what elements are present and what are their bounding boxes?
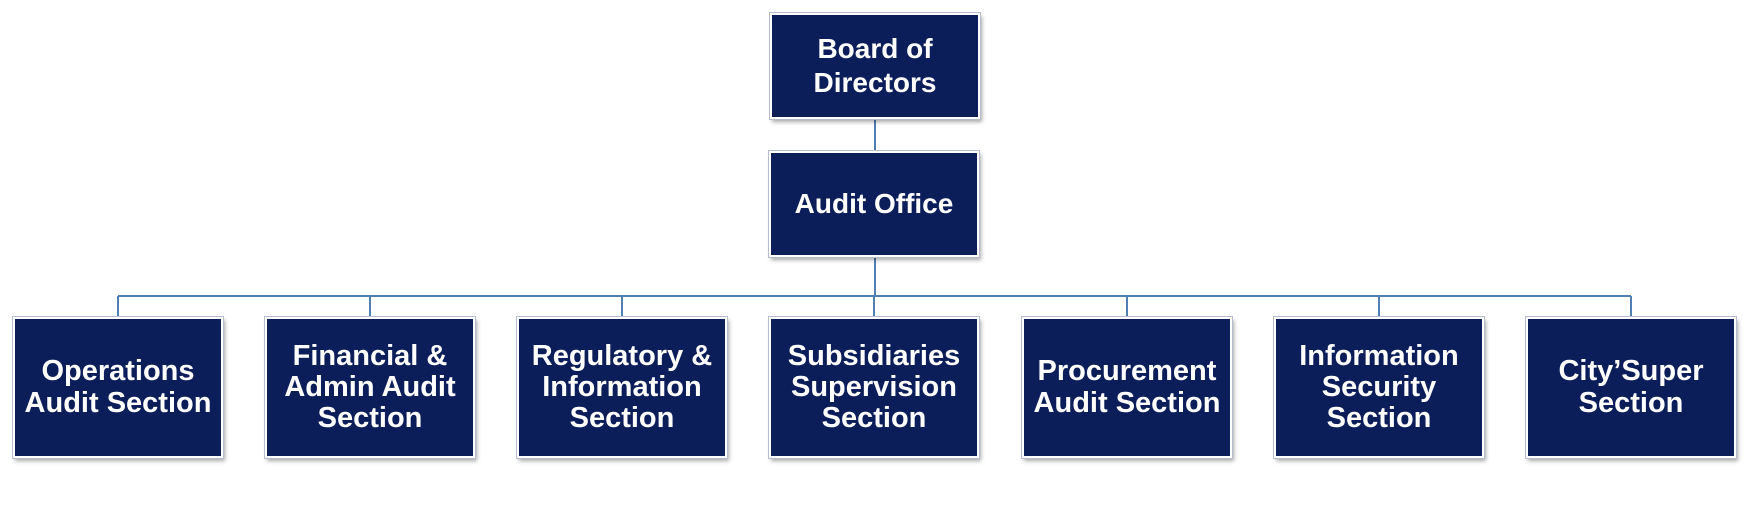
- section-label: Procurement Audit Section: [1033, 355, 1221, 419]
- section-label: City’Super Section: [1558, 355, 1704, 419]
- operations-audit-section-box: Operations Audit Section: [12, 316, 224, 459]
- section-label: Financial & Admin Audit Section: [284, 339, 456, 435]
- section-label: Information Security Section: [1299, 339, 1459, 435]
- information-security-section-box: Information Security Section: [1273, 316, 1485, 459]
- section-label: Subsidiaries Supervision Section: [787, 339, 961, 435]
- financial-admin-audit-section-box: Financial & Admin Audit Section: [264, 316, 476, 459]
- section-label: Regulatory & Information Section: [531, 339, 713, 435]
- subsidiaries-supervision-section-box: Subsidiaries Supervision Section: [768, 316, 980, 459]
- procurement-audit-section-box: Procurement Audit Section: [1021, 316, 1233, 459]
- audit-office-box: Audit Office: [768, 150, 980, 258]
- section-label: Operations Audit Section: [24, 355, 212, 419]
- board-of-directors-label: Board of Directors: [813, 32, 937, 98]
- citysuper-section-box: City’Super Section: [1525, 316, 1737, 459]
- board-of-directors-box: Board of Directors: [769, 12, 981, 120]
- regulatory-information-section-box: Regulatory & Information Section: [516, 316, 728, 459]
- audit-office-label: Audit Office: [794, 187, 954, 219]
